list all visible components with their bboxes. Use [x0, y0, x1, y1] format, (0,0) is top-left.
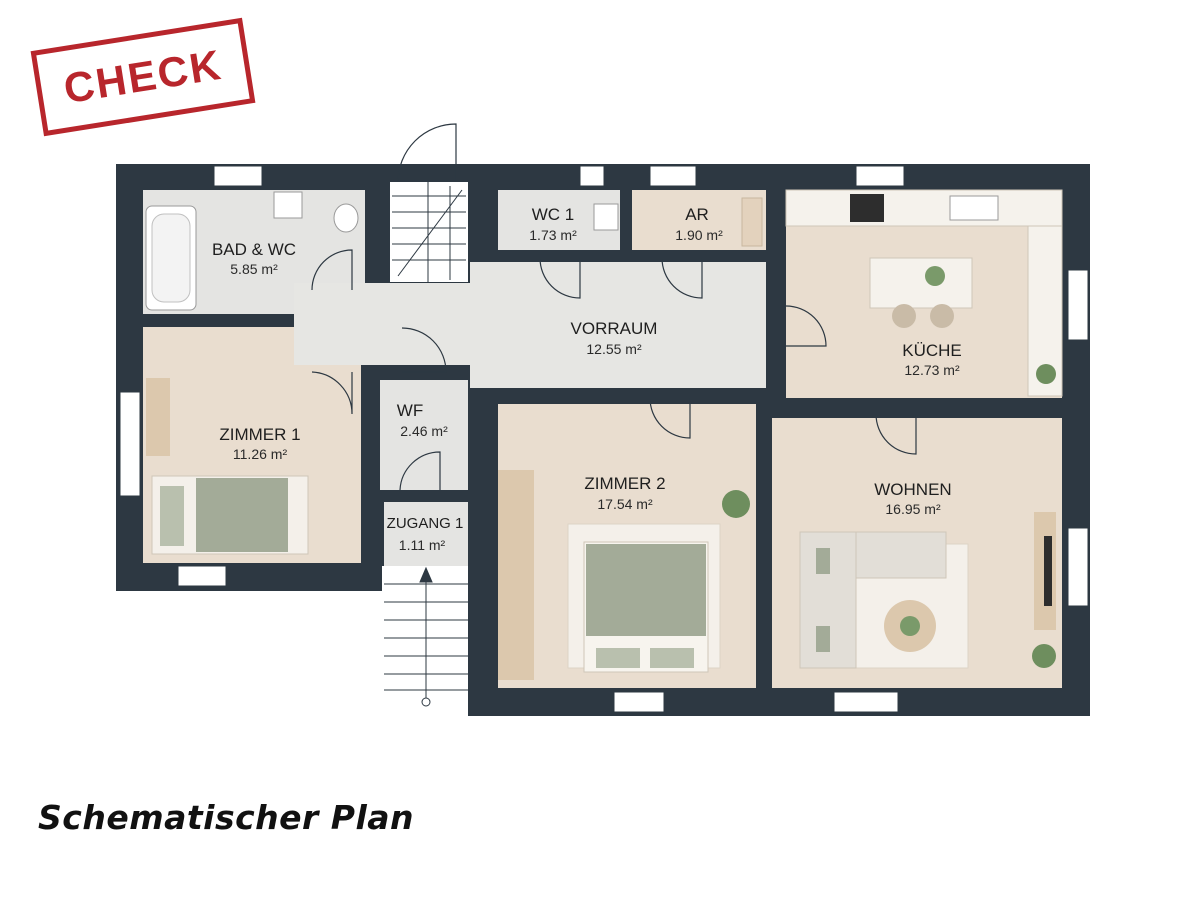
- room-name-kueche: KÜCHE: [902, 341, 962, 360]
- stove: [850, 194, 884, 222]
- stairs-top: [392, 182, 466, 282]
- room-area-wc1: 1.73 m²: [529, 227, 577, 243]
- living-furniture: [799, 512, 1056, 669]
- floor-stair-bottom: [382, 566, 468, 704]
- room-area-wf: 2.46 m²: [400, 423, 448, 439]
- room-area-wohnen: 16.95 m²: [885, 501, 941, 517]
- room-name-zimmer1: ZIMMER 1: [219, 425, 300, 444]
- room-labels: BAD & WC 5.85 m² WC 1 1.73 m² AR 1.90 m²…: [212, 205, 962, 553]
- room-area-vorraum: 12.55 m²: [586, 341, 642, 357]
- floor-wf: [380, 380, 468, 490]
- doors: [311, 123, 917, 491]
- room-area-zugang1: 1.11 m²: [399, 537, 446, 553]
- room-area-ar: 1.90 m²: [675, 227, 723, 243]
- room-area-zimmer1: 11.26 m²: [233, 446, 288, 462]
- room-name-bad-wc: BAD & WC: [212, 240, 296, 259]
- floor-corridor: [294, 283, 470, 365]
- floor-zugang1: [384, 502, 468, 566]
- room-name-zimmer2: ZIMMER 2: [584, 474, 665, 493]
- toilet: [333, 203, 359, 233]
- room-name-zugang1: ZUGANG 1: [387, 515, 464, 532]
- room-name-wohnen: WOHNEN: [874, 480, 951, 499]
- windows: [119, 165, 1089, 713]
- room-name-vorraum: VORRAUM: [571, 319, 658, 338]
- kitchen-sink: [949, 195, 999, 221]
- room-area-kueche: 12.73 m²: [904, 362, 960, 378]
- kitchen-fixtures: [785, 189, 1063, 397]
- floor-vorraum: [470, 262, 766, 388]
- room-name-ar: AR: [685, 205, 709, 224]
- room-name-wf: WF: [397, 401, 423, 420]
- sink: [273, 191, 303, 219]
- plan-caption: Schematischer Plan: [38, 798, 415, 837]
- kitchen-island: [869, 257, 973, 309]
- stairs-bottom: [384, 566, 468, 707]
- room-area-bad-wc: 5.85 m²: [230, 261, 278, 277]
- bedroom-furniture: [146, 378, 750, 680]
- room-area-zimmer2: 17.54 m²: [597, 496, 653, 512]
- room-name-wc1: WC 1: [532, 205, 575, 224]
- bathroom-fixtures: [145, 191, 763, 311]
